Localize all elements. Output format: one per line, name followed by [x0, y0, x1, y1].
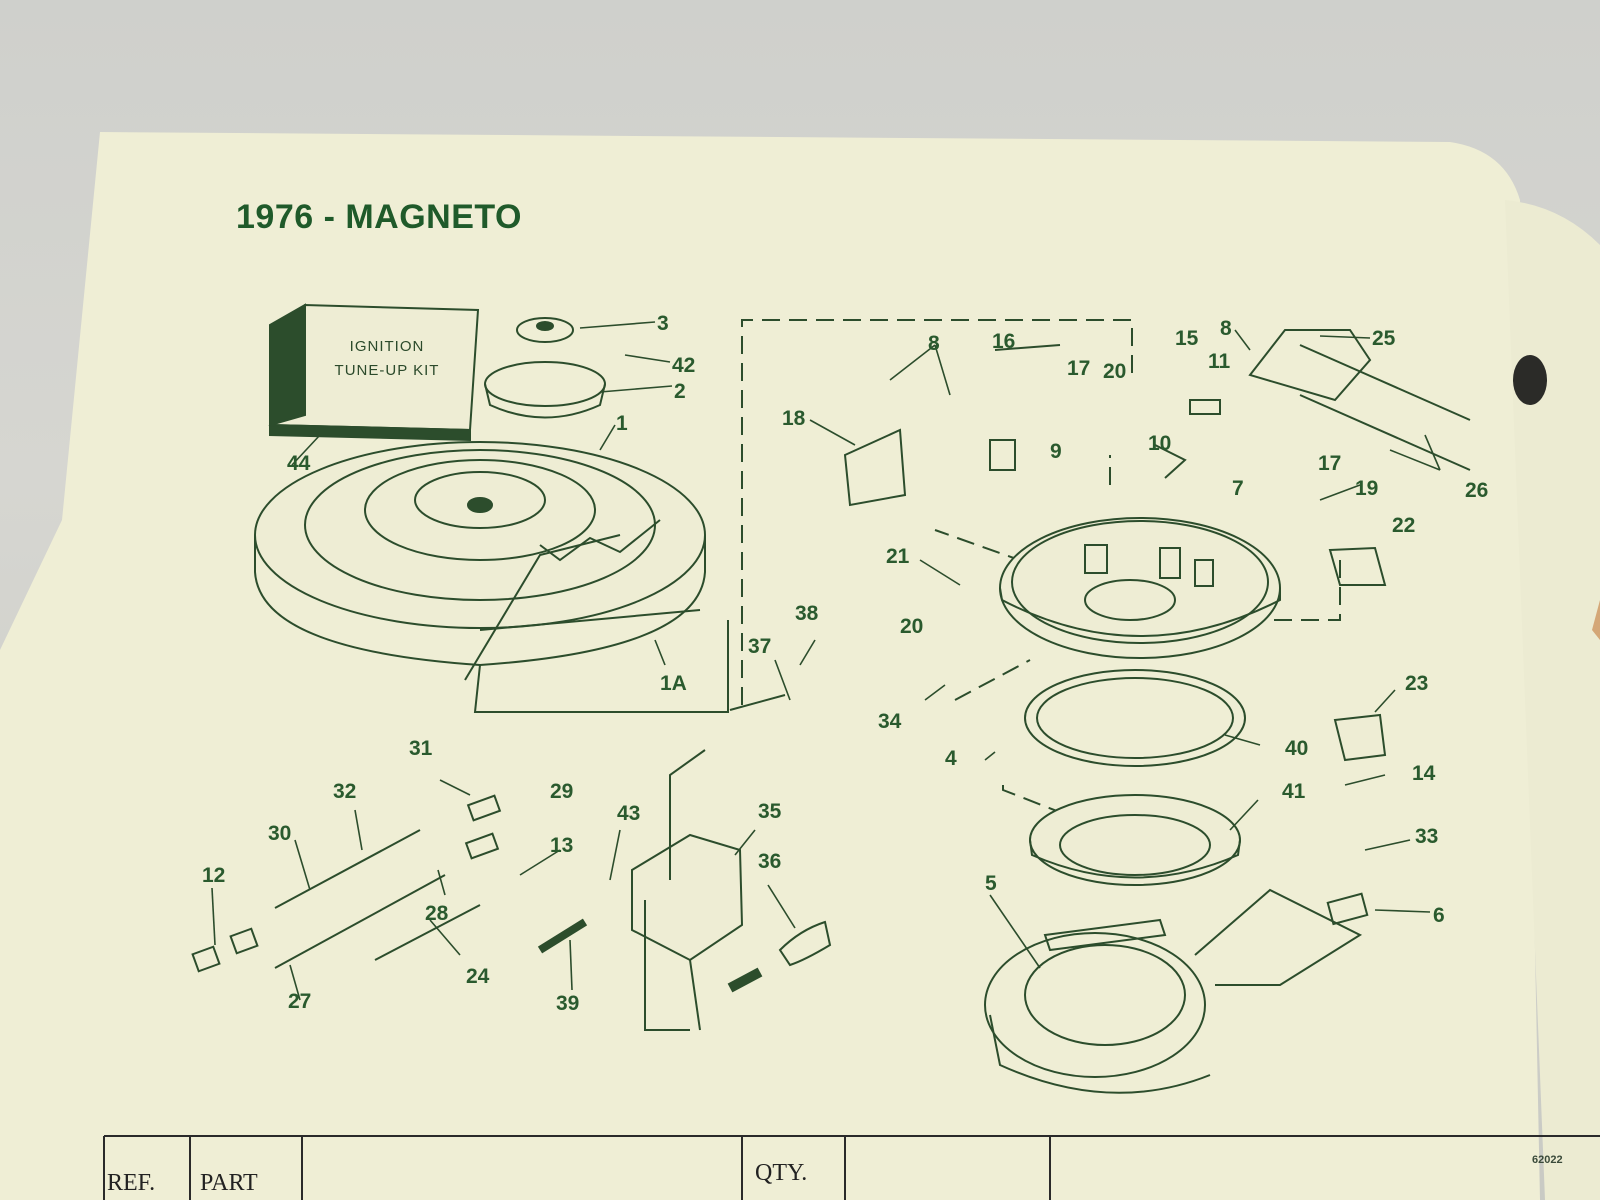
leader-lines: [211, 321, 1441, 1001]
callout-label: 7: [1232, 477, 1244, 500]
callout-label: 37: [748, 635, 771, 658]
table-header-ref: REF.: [107, 1170, 156, 1196]
callout-label: 13: [550, 834, 573, 857]
callout-label: 8: [928, 332, 940, 355]
stator-plate-part: [999, 517, 1281, 659]
callout-label: 26: [1465, 479, 1488, 502]
callout-label: 41: [1282, 780, 1306, 803]
flywheel-part: [254, 441, 729, 713]
callout-label: 43: [617, 802, 640, 825]
callout-label: 42: [672, 354, 695, 377]
callout-label: 5: [985, 872, 997, 895]
callout-label: 27: [288, 990, 311, 1013]
callout-label: 32: [333, 780, 356, 803]
callout-label: 8: [1220, 317, 1232, 340]
callout-label: 20: [1103, 360, 1126, 383]
callout-label: 25: [1372, 327, 1396, 350]
callout-label: 10: [1148, 432, 1171, 455]
binder-hole: [1513, 355, 1547, 405]
callout-label: 28: [425, 902, 449, 925]
callout-label: 11: [1208, 350, 1231, 373]
callout-label: 1: [616, 412, 628, 435]
callout-label: 17: [1067, 357, 1090, 380]
callout-label: 3: [657, 312, 669, 335]
callout-label: 12: [202, 864, 225, 887]
callout-label: 18: [782, 407, 806, 430]
page-title: 1976 - MAGNETO: [236, 198, 523, 236]
callout-label: 16: [992, 330, 1015, 353]
rotor-cup-part: [484, 317, 606, 419]
callout-label: 38: [795, 602, 819, 625]
callout-label: 36: [758, 850, 781, 873]
support-plate-part: [1029, 794, 1241, 886]
callout-label: 39: [556, 992, 579, 1015]
callout-label: 40: [1285, 737, 1308, 760]
callout-label: 1A: [660, 672, 687, 695]
callout-label: 44: [287, 452, 311, 475]
callout-label: 30: [268, 822, 291, 845]
callout-label: 21: [886, 545, 910, 568]
callout-label: 35: [758, 800, 782, 823]
tune-up-kit-label: IGNITION TUNE-UP KIT: [292, 335, 482, 383]
kit-label-line: TUNE-UP KIT: [334, 362, 440, 379]
small-hardware-parts: [191, 329, 1471, 993]
callout-label: 24: [466, 965, 490, 988]
callout-label: 22: [1392, 514, 1415, 537]
callout-label: 2: [674, 380, 686, 403]
page-code: 62022: [1532, 1154, 1563, 1166]
callout-label: 33: [1415, 825, 1438, 848]
callout-label: 14: [1412, 762, 1436, 785]
callout-label: 20: [900, 615, 923, 638]
callout-label: 17: [1318, 452, 1341, 475]
paper-page: [0, 132, 1540, 1200]
table-header-qty: QTY.: [755, 1160, 808, 1186]
table-header-part: PART: [200, 1170, 258, 1196]
kit-label-line: IGNITION: [349, 338, 425, 355]
dashed-outline: [741, 319, 1341, 821]
callout-labels: 3 42 2 1 44 1A 8 16 17 20 15 11 8 25 18 …: [202, 312, 1488, 1015]
base-plate-part: [984, 888, 1363, 1094]
callout-label: 23: [1405, 672, 1428, 695]
ignition-coil-part: [631, 749, 744, 1031]
callout-label: 9: [1050, 440, 1062, 463]
callout-label: 4: [945, 747, 957, 770]
callout-label: 6: [1433, 904, 1445, 927]
next-page-edge: [1505, 200, 1600, 1200]
callout-label: 34: [878, 710, 902, 733]
callout-label: 29: [550, 780, 573, 803]
callout-label: 31: [409, 737, 433, 760]
tune-up-kit-box: [268, 303, 480, 442]
callout-label: 19: [1355, 477, 1378, 500]
parts-table: [103, 1135, 1600, 1200]
retaining-ring-part: [1024, 669, 1246, 767]
callout-label: 15: [1175, 327, 1199, 350]
